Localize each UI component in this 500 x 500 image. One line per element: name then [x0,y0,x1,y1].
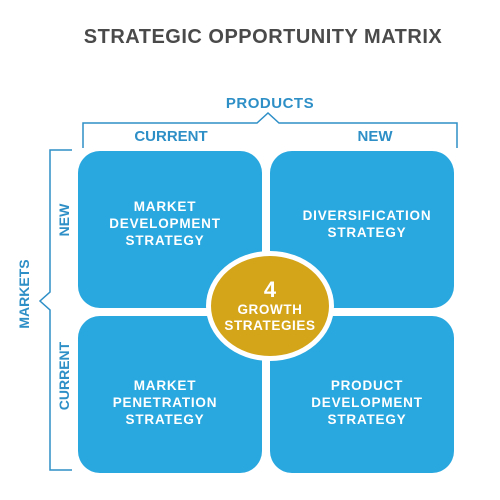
products-bracket [82,111,458,148]
quadrant-label: MARKET DEVELOPMENT STRATEGY [109,199,221,248]
quadrant-label: PRODUCT DEVELOPMENT STRATEGY [311,378,423,427]
row-new-label: NEW [56,203,72,237]
growth-strategies-circle: 4 GROWTH STRATEGIES [206,251,334,361]
quadrant-label: MARKET PENETRATION STRATEGY [112,378,218,427]
products-axis-label: PRODUCTS [225,95,315,112]
diagram-title: STRATEGIC OPPORTUNITY MATRIX [83,26,443,48]
row-current-label: CURRENT [56,341,72,411]
column-current-label: CURRENT [134,128,208,145]
center-text: GROWTH STRATEGIES [224,302,316,333]
markets-bracket [38,149,72,471]
markets-axis-label: MARKETS [16,259,32,329]
quadrant-label: DIVERSIFICATION STRATEGY [302,207,432,240]
column-new-label: NEW [357,128,393,145]
center-number: 4 [263,277,277,302]
